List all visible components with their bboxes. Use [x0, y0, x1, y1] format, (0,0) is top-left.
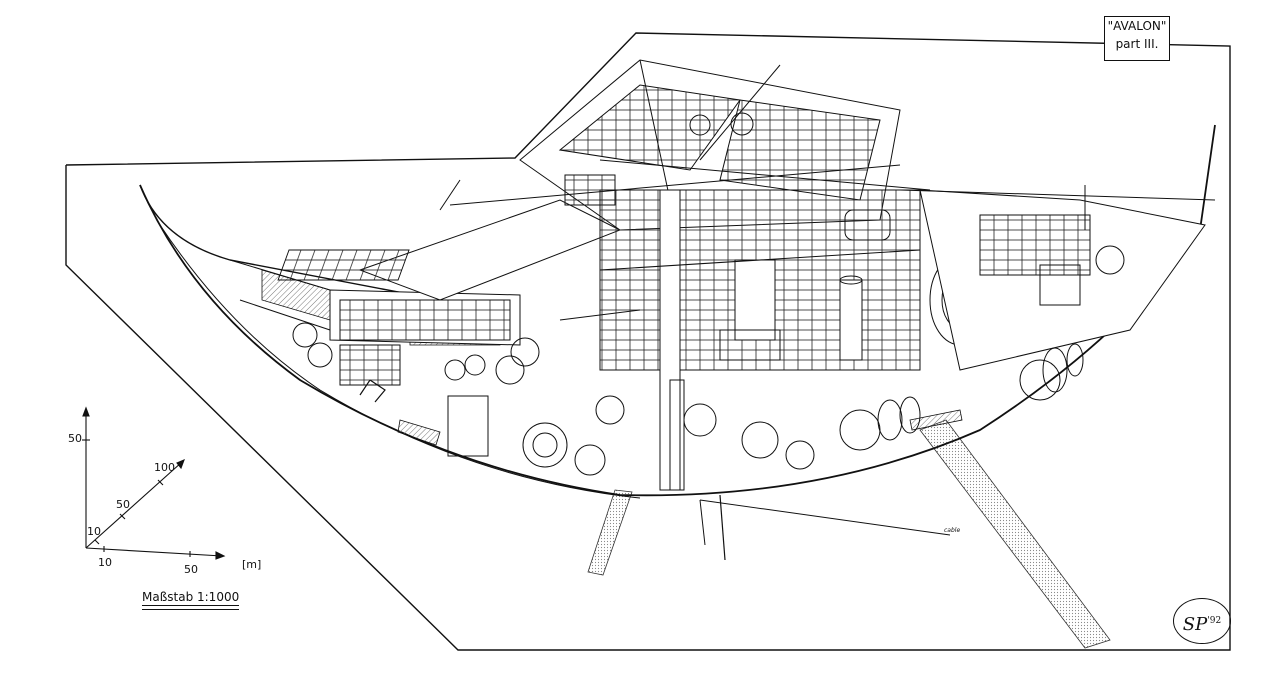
scale-title: Maßstab 1:1000 — [142, 590, 240, 610]
axis-diagonal-label-100: 100 — [154, 461, 175, 474]
axis-vertical-label: 50 — [68, 432, 82, 445]
axis-diagonal-label-50: 50 — [116, 498, 130, 511]
axis-horizontal-label-10: 10 — [98, 556, 112, 569]
signature-seal: SP'92 — [1173, 598, 1231, 644]
title-block: "AVALON" part III. — [1104, 16, 1170, 61]
top-deck — [439, 59, 931, 231]
signature-year: '92 — [1207, 616, 1222, 626]
signature-initials: SP — [1182, 614, 1208, 635]
ground-plane — [65, 32, 1231, 651]
cable-annotation: cable — [944, 527, 961, 534]
left-wing-deck — [229, 199, 622, 457]
title-line-1: "AVALON" — [1107, 19, 1167, 33]
central-core — [522, 189, 991, 491]
axis-diagonal-label-10: 10 — [87, 525, 101, 538]
axis-horizontal-label-50: 50 — [184, 563, 198, 576]
title-line-2: part III. — [1115, 37, 1159, 51]
axis-unit-label: [m] — [242, 558, 262, 571]
scale-axes — [82, 406, 226, 560]
right-wing-deck — [899, 185, 1216, 401]
